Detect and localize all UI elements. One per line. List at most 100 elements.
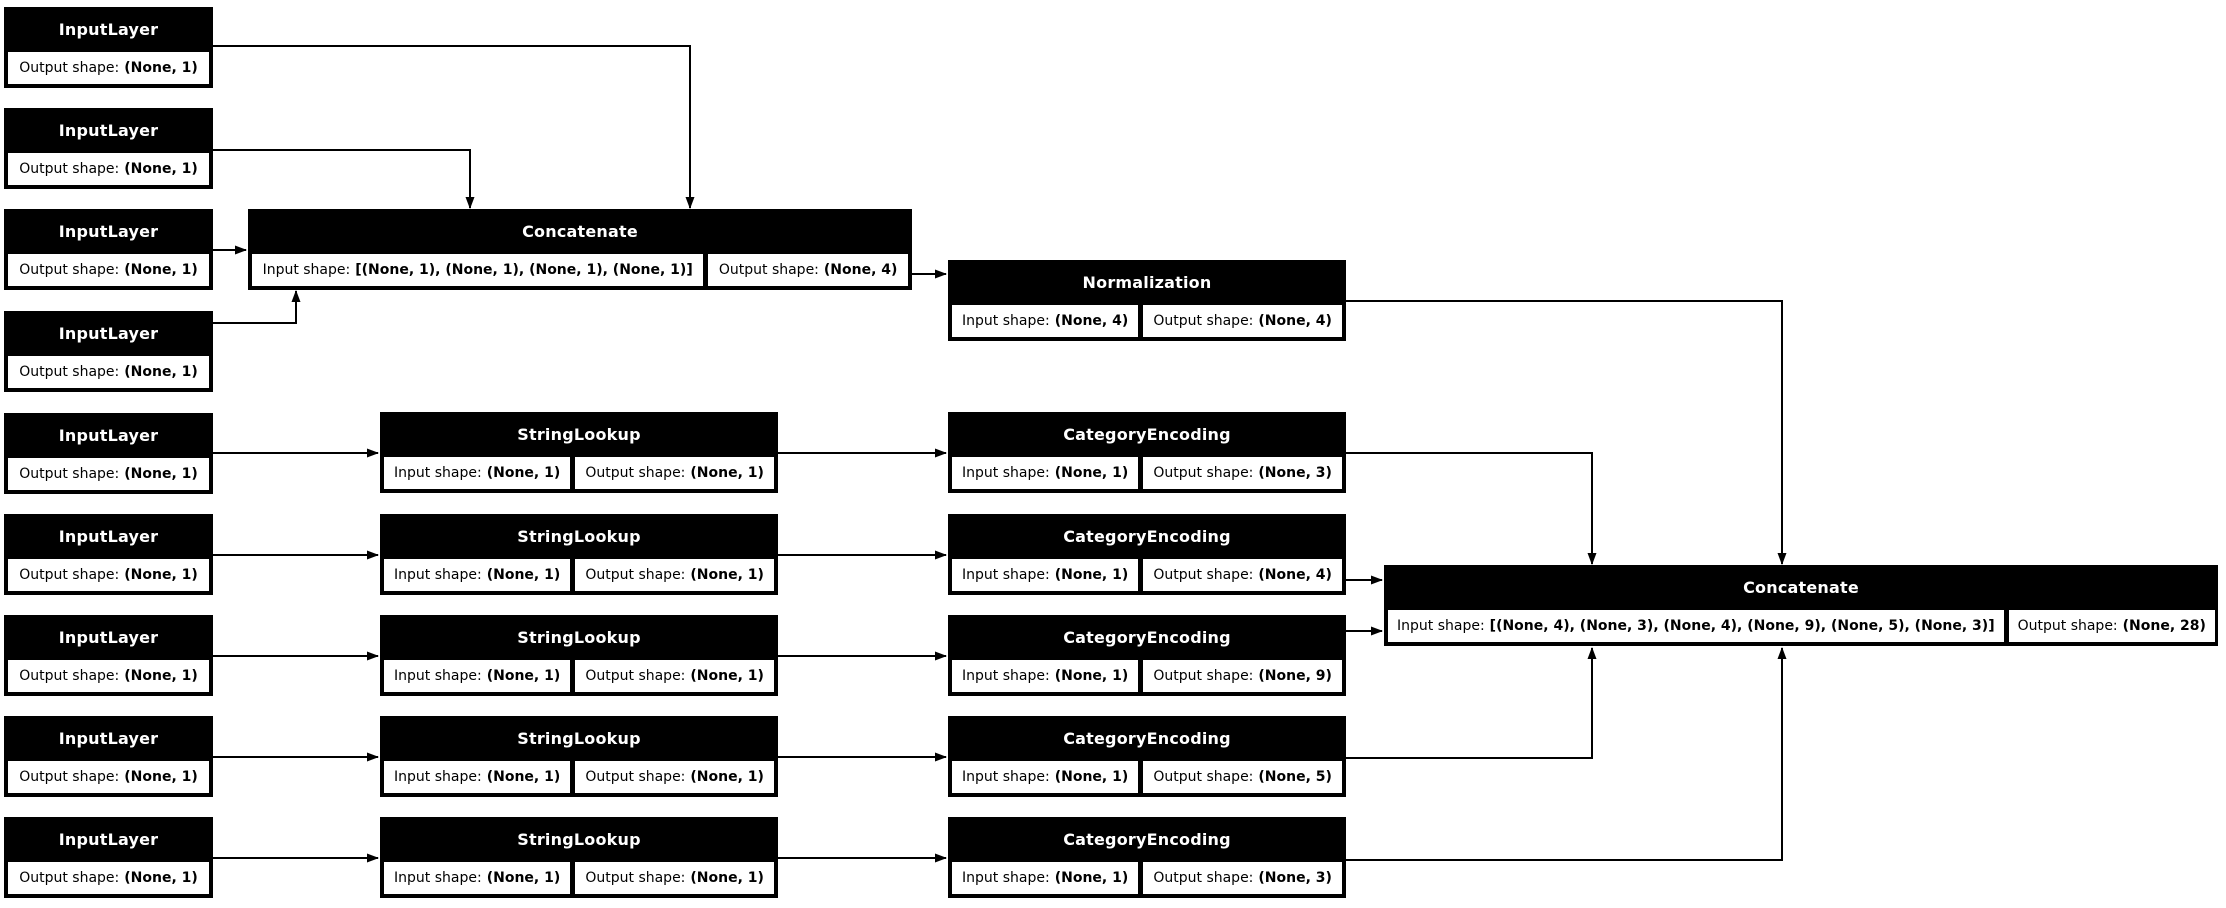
output-shape-cell: Output shape:(None, 5) bbox=[1142, 760, 1343, 794]
node-categoryencoding-1: CategoryEncoding Input shape:(None, 1) O… bbox=[948, 412, 1346, 493]
shape-label: Input shape: bbox=[962, 313, 1050, 329]
layer-type-label: CategoryEncoding bbox=[1063, 424, 1231, 444]
shape-value: (None, 1) bbox=[1054, 567, 1129, 583]
shape-value: (None, 4) bbox=[1258, 567, 1332, 583]
shape-value: (None, 1) bbox=[1054, 668, 1129, 684]
shape-label: Output shape: bbox=[1153, 870, 1254, 886]
layer-type-label: Concatenate bbox=[1743, 577, 1859, 597]
shape-label: Output shape: bbox=[1153, 769, 1254, 785]
shape-value: (None, 1) bbox=[690, 465, 764, 481]
shape-label: Output shape: bbox=[19, 668, 120, 684]
output-shape-cell: Output shape:(None, 1) bbox=[7, 253, 210, 287]
shape-value: (None, 1) bbox=[486, 769, 561, 785]
shape-value: (None, 1) bbox=[690, 668, 764, 684]
shape-label: Input shape: bbox=[962, 769, 1050, 785]
edge-normalization-to-concat2 bbox=[1346, 300, 1787, 565]
shape-label: Output shape: bbox=[19, 262, 120, 278]
node-categoryencoding-4: CategoryEncoding Input shape:(None, 1) O… bbox=[948, 716, 1346, 797]
shape-label: Input shape: bbox=[962, 465, 1050, 481]
input-shape-cell: Input shape:(None, 1) bbox=[383, 760, 572, 794]
shape-label: Input shape: bbox=[962, 870, 1050, 886]
output-shape-cell: Output shape:(None, 1) bbox=[574, 659, 775, 693]
input-shape-cell: Input shape:(None, 1) bbox=[951, 456, 1140, 490]
layer-type-label: StringLookup bbox=[517, 424, 641, 444]
shape-label: Output shape: bbox=[19, 161, 120, 177]
shape-value: (None, 1) bbox=[124, 161, 198, 177]
node-stringlookup-3: StringLookup Input shape:(None, 1) Outpu… bbox=[380, 615, 778, 696]
shape-value: (None, 1) bbox=[124, 466, 198, 482]
shape-label: Output shape: bbox=[19, 364, 120, 380]
shape-label: Input shape: bbox=[1397, 618, 1485, 634]
output-shape-cell: Output shape:(None, 1) bbox=[7, 861, 210, 895]
edge-categoryencoding1-to-concat2 bbox=[1346, 452, 1597, 565]
node-stringlookup-4: StringLookup Input shape:(None, 1) Outpu… bbox=[380, 716, 778, 797]
layer-type-label: StringLookup bbox=[517, 526, 641, 546]
input-shape-cell: Input shape:(None, 1) bbox=[383, 456, 572, 490]
layer-type-label: InputLayer bbox=[58, 221, 159, 241]
node-inputlayer-6: InputLayer Output shape:(None, 1) bbox=[4, 514, 213, 595]
shape-value: (None, 1) bbox=[486, 465, 561, 481]
input-shape-cell: Input shape:[(None, 4), (None, 3), (None… bbox=[1387, 609, 2005, 643]
shape-value: (None, 1) bbox=[486, 870, 561, 886]
edge-categoryencoding5-to-concat2 bbox=[1346, 647, 1787, 861]
output-shape-cell: Output shape:(None, 1) bbox=[574, 558, 775, 592]
layer-type-label: InputLayer bbox=[58, 526, 159, 546]
output-shape-cell: Output shape:(None, 3) bbox=[1142, 861, 1343, 895]
input-shape-cell: Input shape:(None, 1) bbox=[383, 558, 572, 592]
output-shape-cell: Output shape:(None, 3) bbox=[1142, 456, 1343, 490]
shape-label: Output shape: bbox=[19, 870, 120, 886]
shape-label: Output shape: bbox=[19, 60, 120, 76]
layer-type-label: StringLookup bbox=[517, 829, 641, 849]
shape-value: (None, 4) bbox=[823, 262, 898, 278]
shape-value: (None, 1) bbox=[486, 567, 561, 583]
node-inputlayer-7: InputLayer Output shape:(None, 1) bbox=[4, 615, 213, 696]
node-inputlayer-1: InputLayer Output shape:(None, 1) bbox=[4, 7, 213, 88]
shape-value: (None, 1) bbox=[124, 262, 198, 278]
shape-value: (None, 1) bbox=[690, 567, 764, 583]
shape-value: (None, 1) bbox=[124, 769, 198, 785]
shape-label: Input shape: bbox=[394, 870, 482, 886]
shape-label: Output shape: bbox=[19, 567, 120, 583]
edge-input1-to-concat1 bbox=[213, 45, 695, 209]
shape-value: (None, 1) bbox=[124, 567, 198, 583]
edge-categoryencoding4-to-concat2 bbox=[1346, 647, 1597, 759]
layer-type-label: CategoryEncoding bbox=[1063, 728, 1231, 748]
shape-value: (None, 1) bbox=[124, 364, 198, 380]
output-shape-cell: Output shape:(None, 1) bbox=[7, 659, 210, 693]
output-shape-cell: Output shape:(None, 1) bbox=[7, 152, 210, 186]
shape-value: (None, 1) bbox=[1054, 769, 1129, 785]
shape-label: Input shape: bbox=[394, 668, 482, 684]
layer-type-label: CategoryEncoding bbox=[1063, 627, 1231, 647]
layer-type-label: InputLayer bbox=[58, 425, 159, 445]
node-inputlayer-9: InputLayer Output shape:(None, 1) bbox=[4, 817, 213, 898]
shape-label: Output shape: bbox=[1153, 567, 1254, 583]
node-stringlookup-2: StringLookup Input shape:(None, 1) Outpu… bbox=[380, 514, 778, 595]
shape-value: (None, 5) bbox=[1258, 769, 1332, 785]
layer-type-label: InputLayer bbox=[58, 19, 159, 39]
shape-value: (None, 1) bbox=[1054, 870, 1129, 886]
shape-value: (None, 1) bbox=[690, 769, 764, 785]
node-inputlayer-4: InputLayer Output shape:(None, 1) bbox=[4, 311, 213, 392]
node-concatenate-2: Concatenate Input shape:[(None, 4), (Non… bbox=[1384, 565, 2218, 646]
node-inputlayer-8: InputLayer Output shape:(None, 1) bbox=[4, 716, 213, 797]
shape-value: (None, 4) bbox=[1258, 313, 1332, 329]
output-shape-cell: Output shape:(None, 1) bbox=[574, 760, 775, 794]
output-shape-cell: Output shape:(None, 4) bbox=[707, 253, 910, 287]
output-shape-cell: Output shape:(None, 4) bbox=[1142, 558, 1343, 592]
node-stringlookup-1: StringLookup Input shape:(None, 1) Outpu… bbox=[380, 412, 778, 493]
output-shape-cell: Output shape:(None, 28) bbox=[2007, 609, 2216, 643]
shape-value: (None, 1) bbox=[124, 60, 198, 76]
output-shape-cell: Output shape:(None, 1) bbox=[574, 456, 775, 490]
node-stringlookup-5: StringLookup Input shape:(None, 1) Outpu… bbox=[380, 817, 778, 898]
shape-label: Output shape: bbox=[585, 769, 686, 785]
output-shape-cell: Output shape:(None, 1) bbox=[7, 760, 210, 794]
shape-value: (None, 3) bbox=[1258, 870, 1332, 886]
layer-type-label: Normalization bbox=[1082, 272, 1212, 292]
shape-label: Input shape: bbox=[962, 567, 1050, 583]
output-shape-cell: Output shape:(None, 9) bbox=[1142, 659, 1343, 693]
input-shape-cell: Input shape:(None, 1) bbox=[951, 760, 1140, 794]
output-shape-cell: Output shape:(None, 1) bbox=[7, 457, 210, 491]
layer-type-label: InputLayer bbox=[58, 120, 159, 140]
shape-label: Output shape: bbox=[585, 870, 686, 886]
